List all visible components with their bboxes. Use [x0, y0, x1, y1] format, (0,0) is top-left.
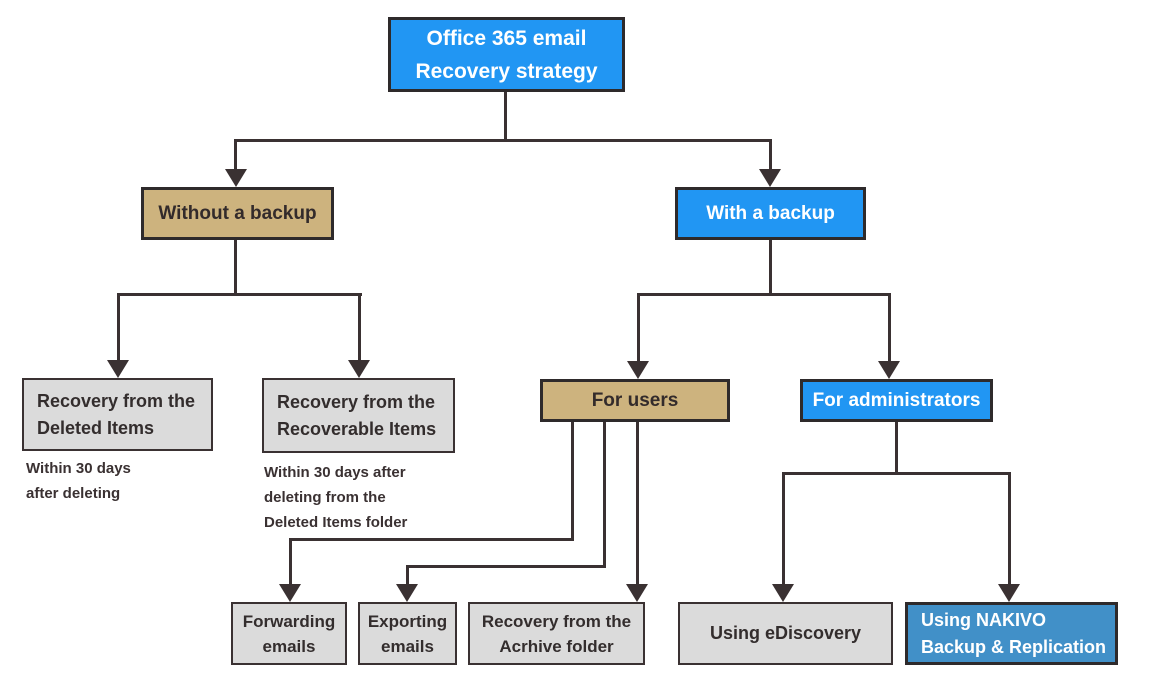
- note-deleted-items-timeframe: Within 30 days after deleting: [26, 456, 206, 506]
- connector-administrators-split: [782, 472, 1011, 475]
- connector-to-exporting-emails: [406, 565, 409, 586]
- connector-to-with-backup: [769, 139, 772, 170]
- node-label-line: Using NAKIVO: [921, 609, 1047, 630]
- arrow-down-forwarding-emails: [279, 584, 301, 602]
- connector-to-nakivo: [1008, 472, 1011, 586]
- connector-administrators-stem: [895, 422, 898, 475]
- node-office365-email-recovery-strategy: Office 365 email Recovery strategy: [388, 17, 625, 92]
- node-label-line: Acrhive folder: [499, 636, 614, 656]
- node-label-line: Recovery from the: [481, 611, 632, 631]
- arrow-down-recoverable-items: [348, 360, 370, 378]
- arrow-down-nakivo: [998, 584, 1020, 602]
- connector-users-branch2-drop: [603, 422, 606, 568]
- node-label-line: Recoverable Items: [277, 418, 437, 439]
- arrow-down-with-backup: [759, 169, 781, 187]
- node-label-line: Office 365 email: [426, 26, 587, 50]
- node-label: Using eDiscovery: [709, 623, 862, 643]
- connector-root-split: [235, 139, 772, 142]
- note-line: Within 30 days after: [264, 464, 406, 481]
- node-recovery-from-recoverable-items: Recovery from the Recoverable Items: [262, 378, 455, 453]
- node-label-line: Recovery strategy: [415, 59, 598, 83]
- note-line: Deleted Items folder: [264, 514, 408, 531]
- node-for-administrators: For administrators: [800, 379, 993, 422]
- arrow-down-without-backup: [225, 169, 247, 187]
- node-recovery-from-archive-folder: Recovery from the Acrhive folder: [468, 602, 645, 665]
- node-label-line: Exporting: [367, 611, 448, 631]
- node-label-line: Backup & Replication: [921, 636, 1107, 657]
- node-label: With a backup: [706, 202, 835, 224]
- connector-to-for-administrators: [888, 293, 891, 362]
- node-label-line: emails: [381, 636, 434, 656]
- node-exporting-emails: Exporting emails: [358, 602, 457, 665]
- node-label: For users: [591, 389, 679, 411]
- connector-users-branch1-shelf: [289, 538, 574, 541]
- node-label: For administrators: [812, 389, 981, 411]
- connector-without-backup-stem: [234, 240, 237, 296]
- arrow-down-ediscovery: [772, 584, 794, 602]
- connector-to-ediscovery: [782, 472, 785, 586]
- node-using-ediscovery: Using eDiscovery: [678, 602, 893, 665]
- arrow-down-exporting-emails: [396, 584, 418, 602]
- node-with-a-backup: With a backup: [675, 187, 866, 240]
- connector-to-archive-folder: [636, 422, 639, 586]
- node-recovery-from-deleted-items: Recovery from the Deleted Items: [22, 378, 213, 451]
- connector-to-for-users: [637, 293, 640, 362]
- connector-users-branch1-drop: [571, 422, 574, 541]
- arrow-down-for-administrators: [878, 361, 900, 379]
- node-for-users: For users: [540, 379, 730, 422]
- node-label-line: Recovery from the: [277, 391, 436, 412]
- connector-with-backup-stem: [769, 240, 772, 296]
- node-label-line: emails: [262, 636, 316, 656]
- arrow-down-for-users: [627, 361, 649, 379]
- arrow-down-archive-folder: [626, 584, 648, 602]
- node-without-a-backup: Without a backup: [141, 187, 334, 240]
- node-label-line: Recovery from the: [37, 390, 196, 411]
- connector-users-branch2-shelf: [406, 565, 606, 568]
- node-label-line: Deleted Items: [37, 417, 155, 438]
- connector-to-forwarding-emails: [289, 538, 292, 586]
- connector-without-backup-split: [117, 293, 362, 296]
- note-line: deleting from the: [264, 489, 386, 506]
- node-label: Without a backup: [158, 202, 317, 224]
- connector-to-without-backup: [234, 139, 237, 170]
- connector-root-stem: [504, 92, 507, 140]
- note-line: Within 30 days: [26, 460, 131, 477]
- arrow-down-deleted-items: [107, 360, 129, 378]
- connector-to-deleted-items: [117, 293, 120, 362]
- connector-with-backup-split: [637, 293, 891, 296]
- node-forwarding-emails: Forwarding emails: [231, 602, 347, 665]
- node-label-line: Forwarding: [242, 611, 336, 631]
- note-line: after deleting: [26, 485, 121, 502]
- note-recoverable-items-timeframe: Within 30 days after deleting from the D…: [264, 460, 474, 535]
- node-using-nakivo-backup-replication: Using NAKIVO Backup & Replication: [905, 602, 1118, 665]
- connector-to-recoverable-items: [358, 293, 361, 362]
